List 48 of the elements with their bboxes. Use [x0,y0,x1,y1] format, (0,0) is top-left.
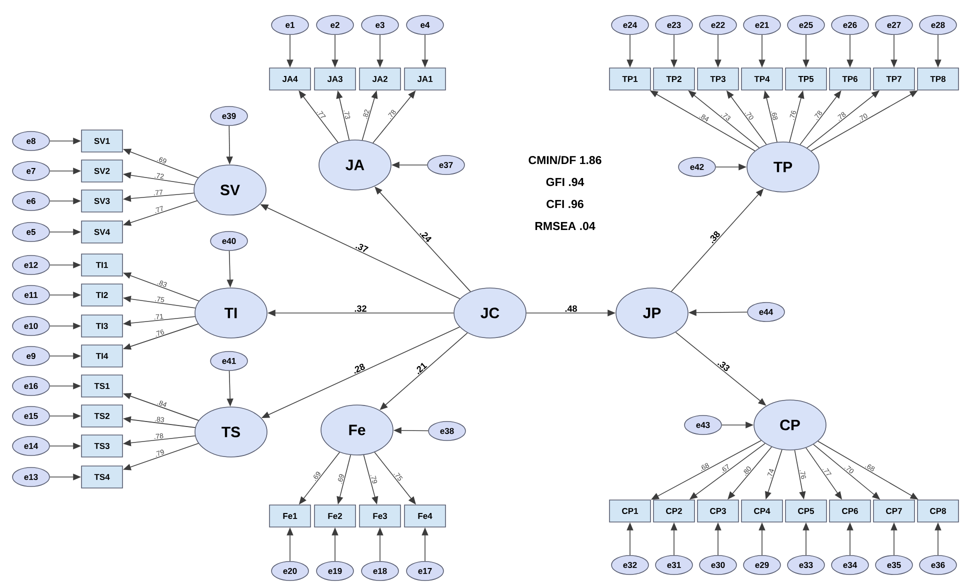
indicator-box: CP1 [609,500,651,522]
indicator-box: TI4 [81,344,123,368]
edge-label: .37 [355,244,369,252]
edge-label: .33 [717,362,730,372]
indicator-box: JA4 [269,68,311,90]
edge-label: .21 [416,362,428,374]
indicator-box: TP3 [697,68,739,90]
indicator-box: Fe4 [404,504,446,528]
indicator-box: SV3 [81,190,123,212]
indicator-box: TI3 [81,314,123,338]
indicator-box: Fe1 [269,504,311,528]
indicator-box: TP4 [741,68,783,90]
indicator-box: TP2 [653,68,695,90]
edge-label: .32 [354,305,366,312]
indicator-box: CP4 [741,500,783,522]
fit-statistic: CFI .96 [546,200,584,208]
indicator-box: CP6 [829,500,871,522]
indicator-box: TP7 [873,68,915,90]
indicator-box: CP8 [917,500,959,522]
indicator-box: TI2 [81,284,123,306]
indicator-box: TP8 [917,68,959,90]
indicator-box: TS2 [81,404,123,428]
indicator-box: JA3 [314,68,356,90]
indicator-box: SV1 [81,130,123,152]
indicator-box: CP3 [697,500,739,522]
indicator-box: CP5 [785,500,827,522]
indicator-box: TS3 [81,434,123,458]
edge-label: .38 [710,231,720,244]
indicator-box: TP5 [785,68,827,90]
indicator-box: JA2 [359,68,401,90]
indicator-box: CP7 [873,500,915,522]
edge-label: .48 [565,305,577,312]
indicator-box: SV4 [81,220,123,244]
fit-statistic: CMIN/DF 1.86 [528,156,602,164]
indicator-box: TP1 [609,68,651,90]
indicator-box: CP2 [653,500,695,522]
indicator-box: TP6 [829,68,871,90]
fit-statistic: GFI .94 [546,178,584,186]
indicator-box: TS1 [81,374,123,398]
indicator-box: TI1 [81,254,123,276]
indicator-box: TS4 [81,466,123,488]
indicator-box: SV2 [81,160,123,182]
indicator-box: Fe2 [314,504,356,528]
indicator-box: JA1 [404,68,446,90]
fit-statistic: RMSEA .04 [535,222,596,230]
indicator-box: Fe3 [359,504,401,528]
edge-label: .28 [354,364,365,374]
edge-label: .24 [420,232,432,242]
